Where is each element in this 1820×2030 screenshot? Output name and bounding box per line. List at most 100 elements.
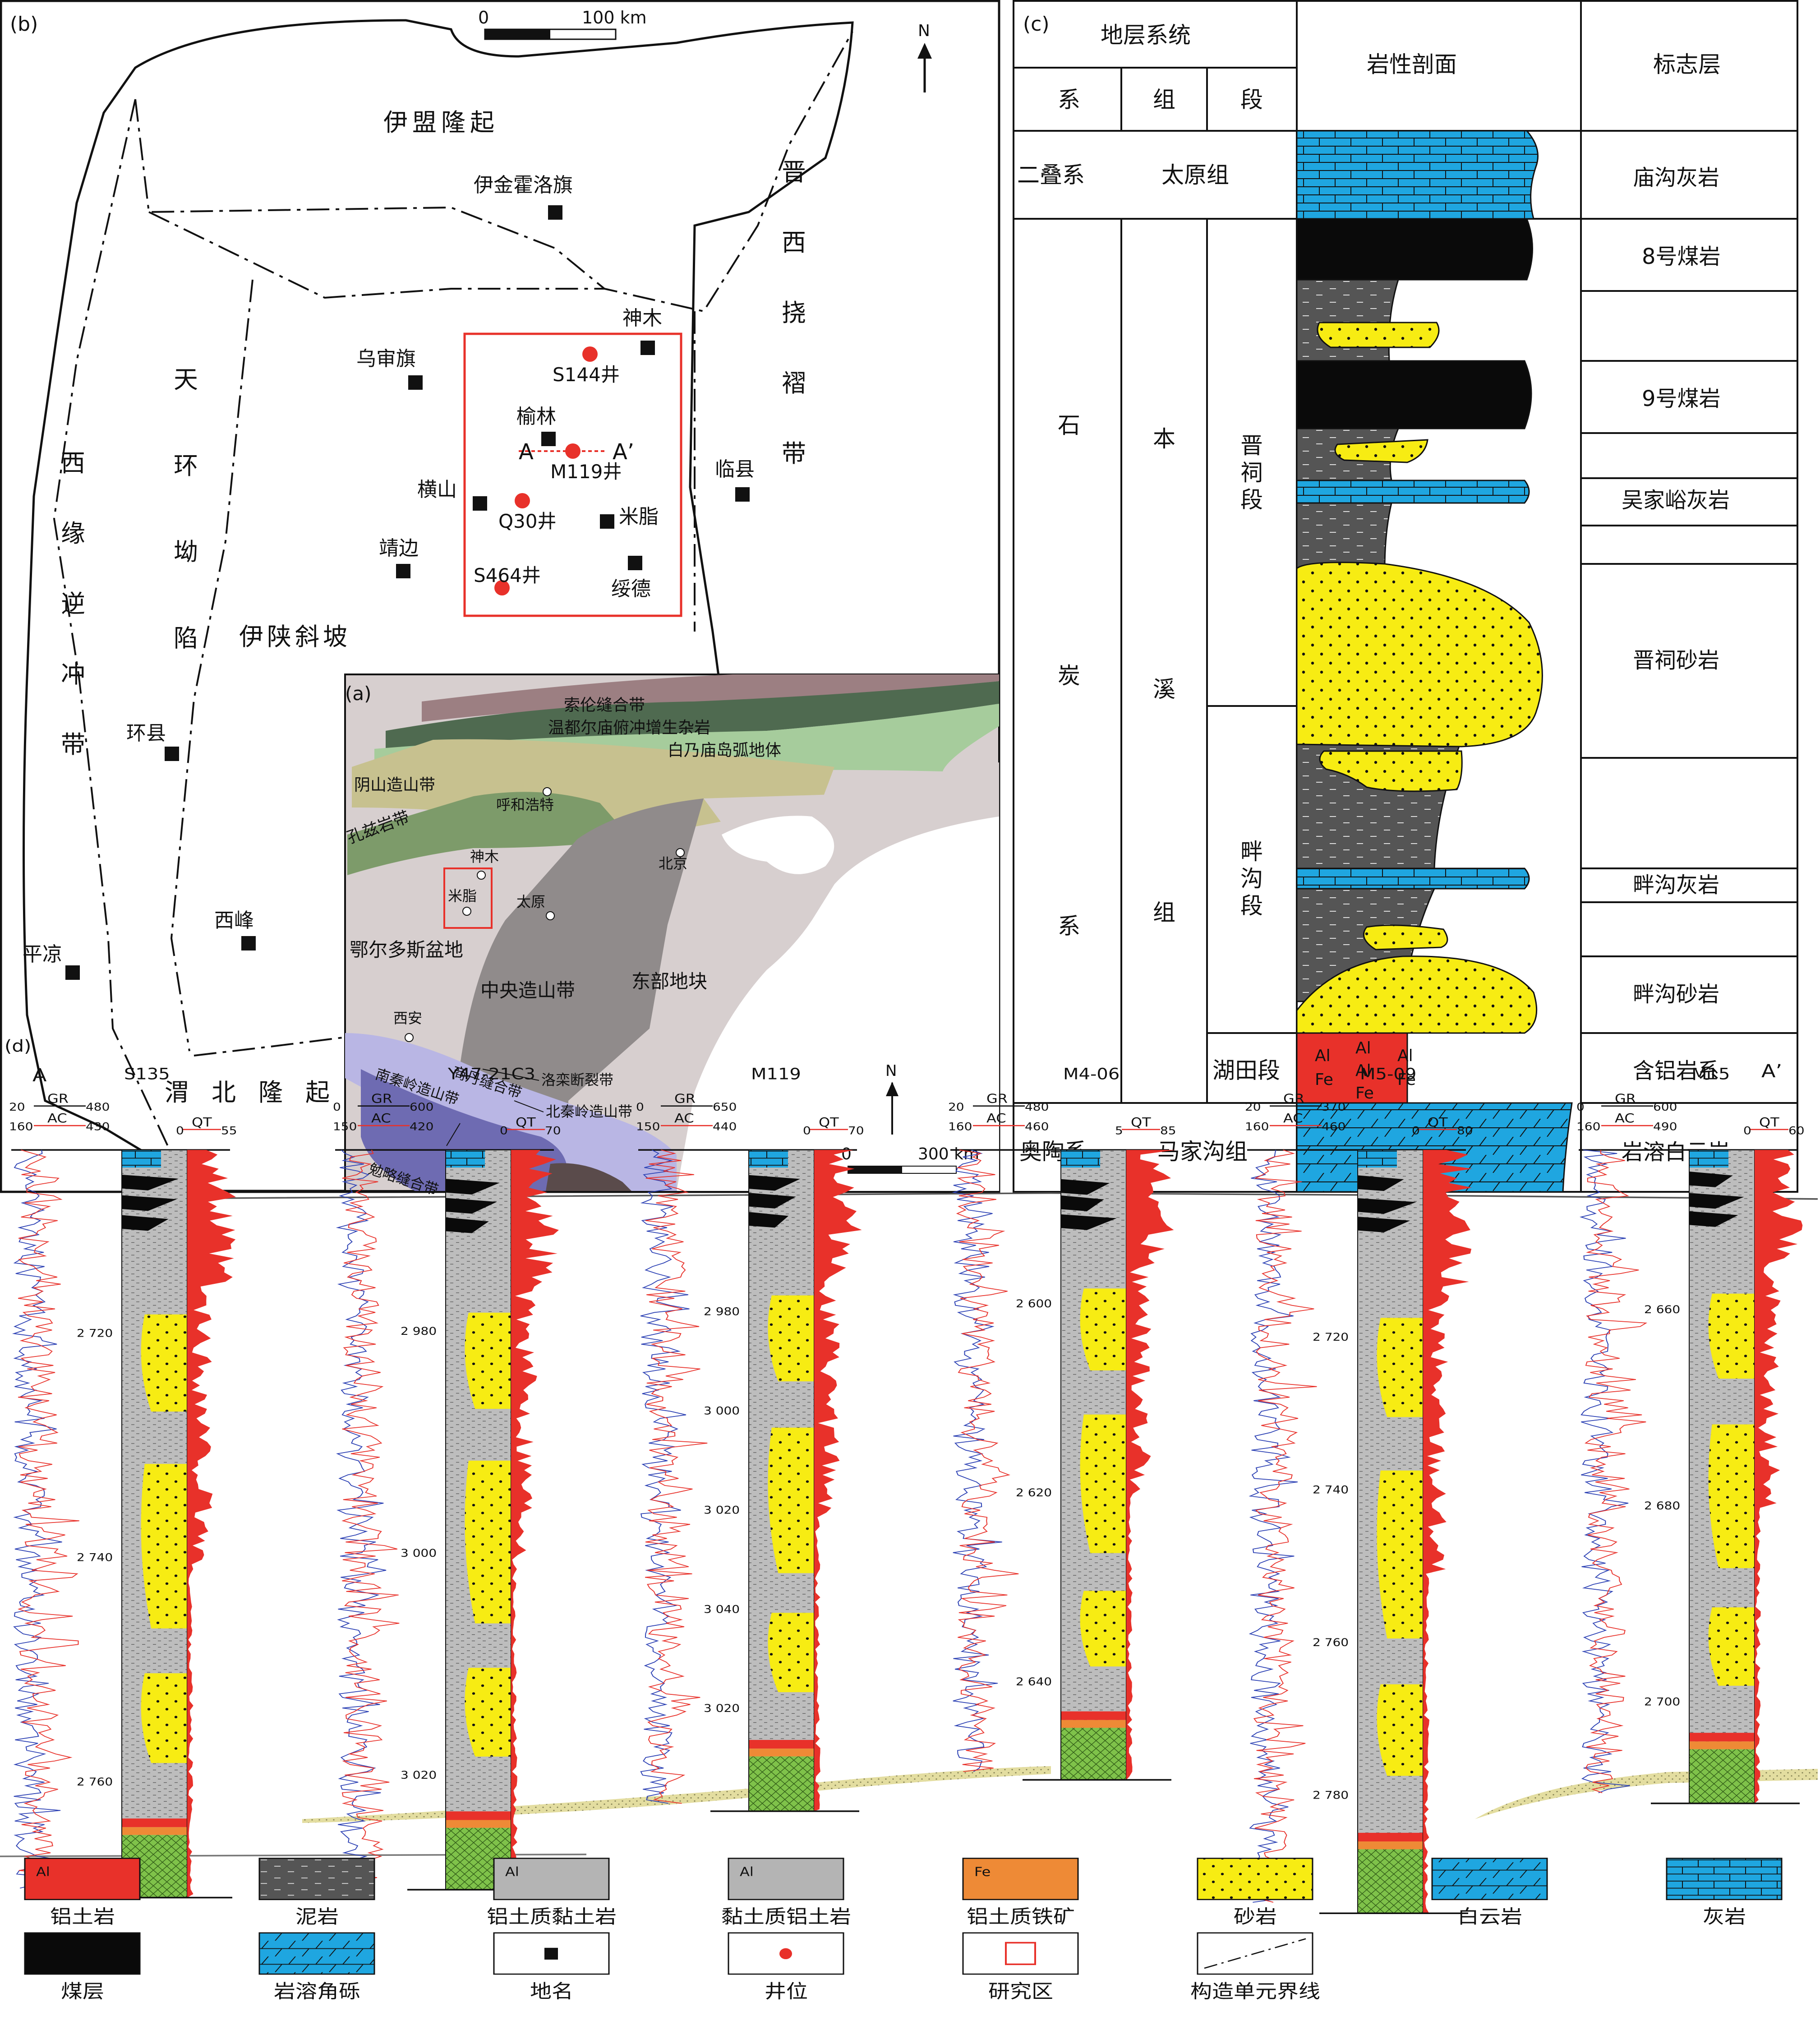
- gr-curve: [640, 1149, 690, 1804]
- mem-pangou-2: 沟: [1240, 866, 1263, 892]
- ac-name: AC: [674, 1111, 694, 1126]
- panel-c-column: (c) 地层系统: [1013, 0, 1798, 1193]
- zone-dabie: [546, 1163, 631, 1191]
- scale-max: 100 km: [582, 8, 647, 28]
- fm-taiyuan: 太原组: [1161, 162, 1229, 188]
- litho-column: [121, 1149, 188, 1898]
- legend-label: 铝土质黏土岩: [487, 1905, 617, 1928]
- gr-name: GR: [986, 1092, 1008, 1106]
- qt-name: QT: [516, 1115, 536, 1130]
- gr-name: GR: [371, 1092, 392, 1106]
- sym-fe-2: Fe: [1355, 1084, 1374, 1103]
- legend-label: 白云岩: [1457, 1905, 1522, 1928]
- sym-al-4: Al: [1397, 1047, 1413, 1065]
- label-beiqinling: 北秦岭造山带: [546, 1103, 632, 1120]
- inset-city-labels: 呼和浩特 神木 米脂 太原 北京 西安: [393, 796, 687, 1027]
- gr-max: 370: [1322, 1101, 1345, 1114]
- litho-column: [1689, 1149, 1755, 1804]
- north-a-label: N: [885, 1062, 897, 1080]
- header-lith: 岩性剖面: [1367, 51, 1457, 78]
- ac-name: AC: [371, 1111, 391, 1126]
- gr-max: 480: [86, 1101, 110, 1114]
- gr-curve: [12, 1149, 62, 1889]
- scale-a-max: 300 km: [918, 1145, 979, 1163]
- city-shenmu: 神木: [470, 848, 499, 865]
- marker-al-series: 含铝岩系: [1633, 1058, 1719, 1084]
- ac-name: AC: [986, 1111, 1006, 1126]
- qt-name: QT: [1759, 1115, 1779, 1130]
- place-labels: 伊金霍洛旗 神木 乌审旗 榆林 临县 横山 米脂 靖边 绥德 环县 西峰 平凉: [23, 174, 755, 966]
- gr-name: GR: [1283, 1092, 1304, 1106]
- label-wenduermiao: 温都尔庙俯冲增生杂岩: [548, 719, 710, 737]
- place-pingliang: 平凉: [23, 943, 62, 966]
- al-fe-symbols: Al Fe Al Al Fe Al Fe: [1315, 1039, 1416, 1103]
- ac-name: AC: [1283, 1111, 1303, 1126]
- depth-label: 3 040: [704, 1603, 740, 1616]
- legend-item: 煤层: [24, 1932, 141, 2002]
- basin-outline: [23, 19, 854, 1192]
- correlation-top: [216, 1192, 1818, 1200]
- well-name: M15: [1691, 1065, 1730, 1083]
- legend-item: 泥岩: [258, 1858, 375, 1928]
- panel-a-inset: (a) 索伦缝合带 温都尔庙俯冲增生杂岩 白乃庙岛弧地体 阴山造山带 孔兹岩带 …: [344, 674, 1000, 1199]
- header-system: 地层系统: [1101, 22, 1191, 48]
- city-huhehaote: 呼和浩特: [496, 796, 554, 813]
- legend-item: 研究区: [962, 1932, 1079, 2002]
- region-tianhuan: 天环坳陷: [174, 365, 198, 652]
- litho-column: [1357, 1149, 1424, 1914]
- gr-min: 0: [1576, 1101, 1585, 1114]
- zone-suolun: [422, 674, 999, 722]
- legend-label: 灰岩: [1703, 1905, 1746, 1928]
- fm-majiagou: 马家沟组: [1157, 1139, 1248, 1165]
- ac-curve: [1253, 1149, 1317, 1903]
- ac-min: 150: [333, 1121, 357, 1133]
- marker-jinci-sand: 晋祠砂岩: [1633, 648, 1719, 673]
- scale-bar-b: 0 100 km: [478, 8, 647, 40]
- well-s464: S464井: [474, 564, 541, 586]
- ac-curve: [341, 1149, 400, 1882]
- well-name: M5-09: [1360, 1065, 1416, 1083]
- well-name: Y47-21C3: [447, 1065, 535, 1083]
- qt-max: 85: [1160, 1125, 1176, 1137]
- place-yijinhuoluo: 伊金霍洛旗: [474, 174, 573, 197]
- header-duan: 段: [1240, 87, 1263, 113]
- qt-name: QT: [192, 1115, 212, 1130]
- city-taiyuan: 太原: [516, 893, 545, 910]
- legend-item: Al 铝土质黏土岩: [487, 1858, 617, 1928]
- place-jingbian: 靖边: [379, 537, 419, 560]
- well-name: S135: [124, 1065, 170, 1083]
- depth-label: 2 980: [704, 1306, 740, 1318]
- svg-text:Al: Al: [505, 1865, 519, 1879]
- panel-b-label: (b): [10, 13, 38, 36]
- depth-label: 2 720: [1313, 1331, 1349, 1344]
- section-a-label: A: [519, 439, 534, 465]
- inset-study-box: [443, 867, 493, 929]
- zone-beiqinling: [345, 1033, 677, 1191]
- qt-name: QT: [1131, 1115, 1151, 1130]
- sym-fe-1: Fe: [1315, 1070, 1333, 1089]
- sym-fe-3: Fe: [1397, 1070, 1416, 1089]
- north-label: N: [918, 22, 930, 40]
- gr-name: GR: [1615, 1092, 1636, 1106]
- panel-d-label: (d): [5, 1037, 31, 1056]
- label-yinshan: 阴山造山带: [354, 776, 435, 794]
- legend-item: 白云岩: [1431, 1858, 1548, 1928]
- marker-miaogou: 庙沟灰岩: [1633, 165, 1719, 190]
- place-mizhi: 米脂: [619, 505, 659, 528]
- depth-label: 2 760: [77, 1776, 113, 1788]
- sys-carb-1: 石: [1058, 412, 1080, 438]
- qt-min: 5: [1115, 1125, 1123, 1137]
- depth-label: 2 780: [1313, 1789, 1349, 1802]
- place-yulin: 榆林: [516, 405, 556, 428]
- sym-al-3: Al: [1355, 1061, 1371, 1080]
- gr-curve: [1579, 1149, 1630, 1793]
- qt-max: 80: [1457, 1125, 1473, 1137]
- place-wushen: 乌审旗: [356, 347, 416, 370]
- svg-text:Al: Al: [36, 1865, 50, 1879]
- label-bainaimiao: 白乃庙岛弧地体: [668, 741, 781, 760]
